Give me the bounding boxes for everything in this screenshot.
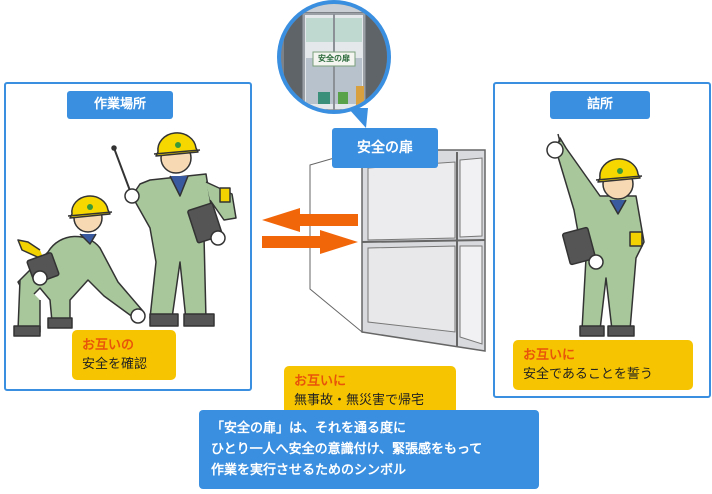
exchange-arrows bbox=[262, 208, 358, 254]
door-label: 安全の扉 bbox=[332, 128, 438, 168]
work-area-title: 作業場所 bbox=[67, 91, 173, 119]
left-note: お互いの 安全を確認 bbox=[72, 330, 176, 380]
explanation-line-1: 「安全の扉」は、それを通る度に bbox=[211, 421, 407, 436]
left-note-highlight: お互いの bbox=[82, 338, 135, 353]
symbol-explanation: 「安全の扉」は、それを通る度に ひとり一人へ安全の意識付け、緊張感をもって 作業… bbox=[199, 410, 539, 489]
explanation-line-3: 作業を実行させるためのシンボル bbox=[211, 463, 407, 478]
station-title: 詰所 bbox=[550, 91, 650, 119]
explanation-line-2: ひとり一人へ安全の意識付け、緊張感をもって bbox=[211, 442, 483, 457]
right-note-highlight: お互いに bbox=[523, 348, 576, 363]
center-note-text: 無事故・無災害で帰宅 bbox=[294, 393, 425, 408]
right-note: お互いに 安全であることを誓う bbox=[513, 340, 693, 390]
door-sign-text: 安全の扉 bbox=[318, 54, 350, 63]
left-note-text: 安全を確認 bbox=[82, 357, 148, 372]
right-note-text: 安全であることを誓う bbox=[523, 367, 653, 382]
safety-door bbox=[309, 149, 486, 352]
center-note: お互いに 無事故・無災害で帰宅 bbox=[284, 366, 456, 416]
center-note-highlight: お互いに bbox=[294, 374, 347, 389]
